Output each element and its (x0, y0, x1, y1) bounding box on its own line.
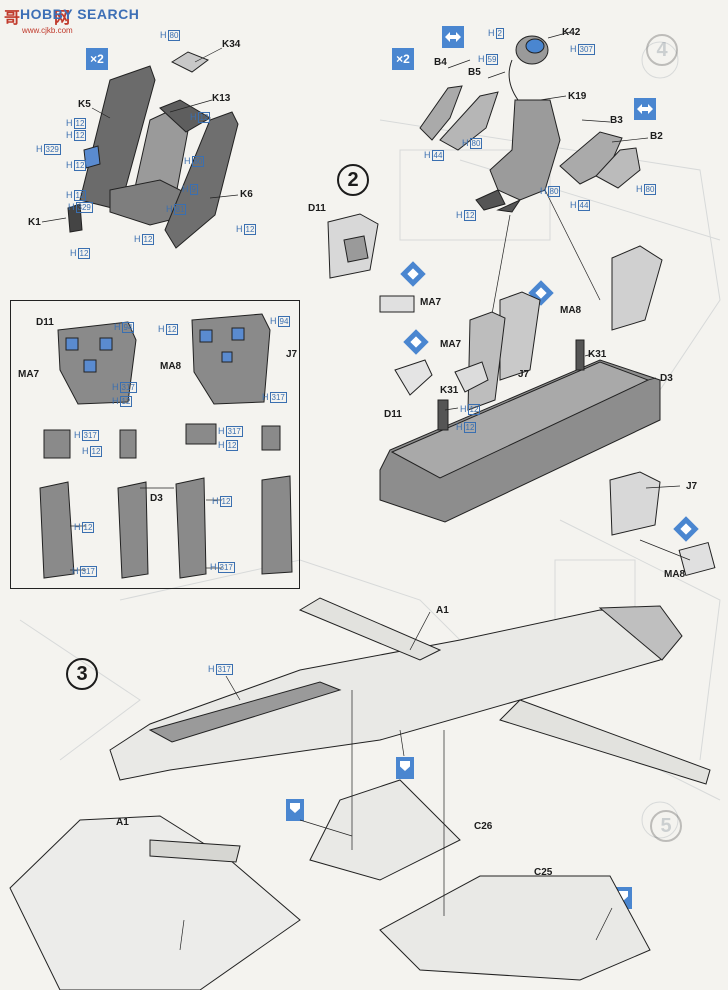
part-label-d11: D11 (36, 317, 54, 328)
watermark-url: www.cjkb.com (22, 26, 73, 35)
drill-icon (286, 799, 304, 821)
flip-arrows-icon (634, 98, 656, 120)
part-label-k6: K6 (240, 189, 253, 200)
part-label-b4: B4 (434, 57, 447, 68)
part-label-k34: K34 (222, 39, 241, 50)
inset-panels (39, 313, 293, 579)
cockpit-tub (327, 213, 716, 577)
flip-arrows-icon (442, 26, 464, 48)
part-label-c26: C26 (474, 821, 493, 832)
faint-step-4: 4 (646, 34, 678, 66)
part-label-ma7: MA7 (420, 297, 442, 308)
part-label-k13: K13 (212, 93, 231, 104)
x2-left-marker: ×2 (86, 48, 108, 70)
watermark: 哥 网 HOBBY SEARCH www.cjkb.com (4, 4, 164, 40)
watermark-brand-cjk: 哥 (4, 10, 21, 27)
part-label-a1: A1 (116, 817, 129, 828)
part-label-j7: J7 (518, 369, 530, 380)
drill-icon (396, 757, 414, 779)
part-label-k42: K42 (562, 27, 581, 38)
part-label-b2: B2 (650, 131, 663, 142)
part-label-k31: K31 (440, 385, 459, 396)
part-label-d11: D11 (384, 409, 402, 420)
part-label-k19: K19 (568, 91, 587, 102)
step-number-3: 3 (66, 658, 98, 690)
part-label-a1: A1 (436, 605, 449, 616)
part-label-d3: D3 (660, 373, 673, 384)
part-label-ma8: MA8 (560, 305, 582, 316)
part-label-k31: K31 (588, 349, 607, 360)
part-label-j7: J7 (286, 349, 298, 360)
inset-detail-box (10, 300, 300, 589)
part-label-ma8: MA8 (160, 361, 182, 372)
part-label-k5: K5 (78, 99, 91, 110)
ejection-seat-k5-group (67, 51, 239, 249)
part-label-d3: D3 (150, 493, 163, 504)
part-label-b5: B5 (468, 67, 481, 78)
part-label-j7: J7 (686, 481, 698, 492)
faint-step-5: 5 (650, 810, 682, 842)
part-label-ma7: MA7 (440, 339, 462, 350)
pilot-figure (419, 35, 641, 213)
part-label-ma8: MA8 (664, 569, 686, 580)
watermark-brand-latin: HOBBY SEARCH (20, 6, 140, 22)
fuselage-a1 (9, 597, 711, 990)
part-label-b3: B3 (610, 115, 623, 126)
part-label-k1: K1 (28, 217, 41, 228)
watermark-brand-cjk2: 网 (54, 10, 71, 27)
part-label-c25: C25 (534, 867, 553, 878)
step-number-2: 2 (337, 164, 369, 196)
part-label-ma7: MA7 (18, 369, 40, 380)
x2-right-marker: ×2 (392, 48, 414, 70)
part-label-d11: D11 (308, 203, 326, 214)
